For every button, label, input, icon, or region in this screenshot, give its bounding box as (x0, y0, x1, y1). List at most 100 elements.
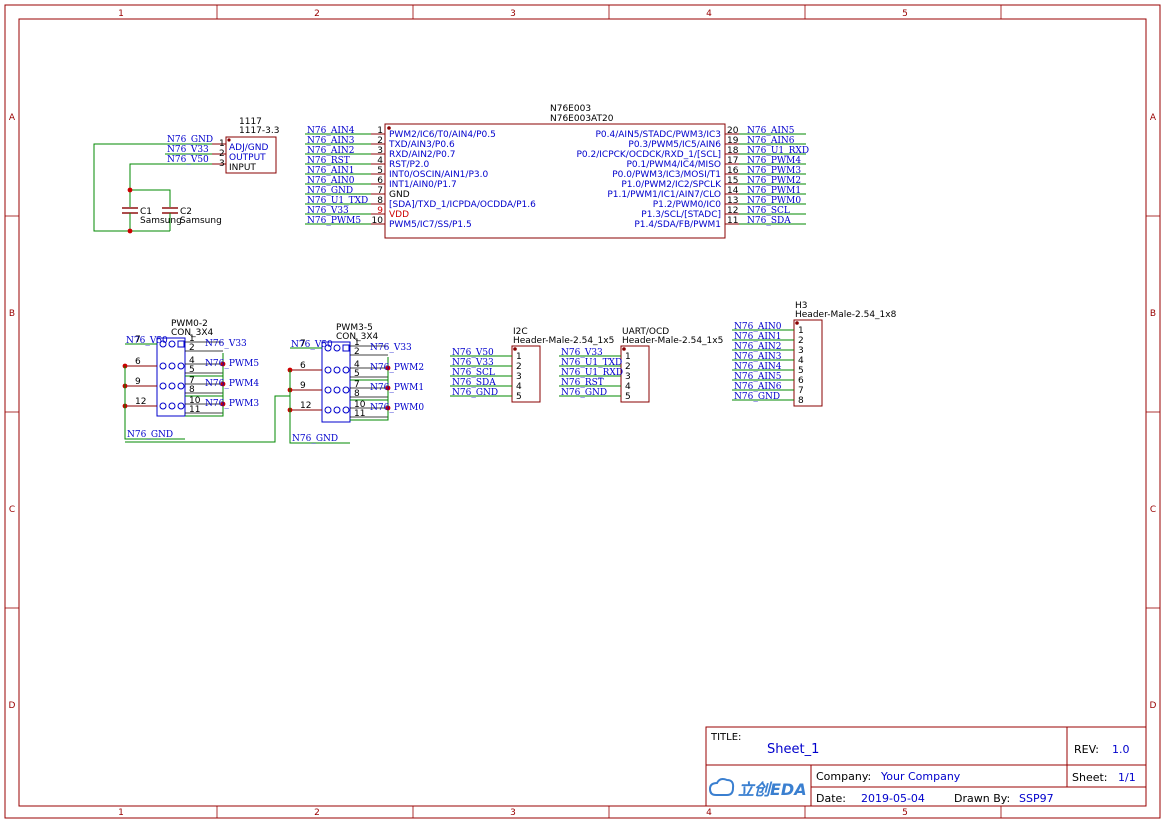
frame-col-1-top: 1 (118, 9, 124, 19)
header-pin-num: 1 (625, 352, 631, 362)
mcu-net-label: N76_PWM0 (747, 196, 801, 206)
header-pin1-marker (622, 347, 626, 351)
mcu-net-label: N76_AIN3 (307, 136, 355, 146)
header-pin-num: 5 (516, 392, 522, 402)
logo-text: 立创EDA (738, 780, 807, 799)
mcu-pin-name: P0.3/PWM5/IC5/AIN6 (628, 140, 721, 150)
header-pin-num: 2 (798, 336, 804, 346)
mcu-pin-name: P1.1/PWM1/IC1/AIN7/CLO (607, 190, 721, 200)
mcu-pin-name: INT1/AIN0/P1.7 (389, 180, 457, 190)
junction (220, 381, 226, 387)
header-body (793, 319, 823, 407)
junction (385, 405, 391, 411)
connector-right-net: N76_PWM4 (205, 379, 259, 389)
header-pin-num: 5 (625, 392, 631, 402)
connector-gnd-wire (289, 370, 350, 444)
header-net-label: N76_V50 (452, 348, 494, 358)
connector-right-wire (350, 397, 389, 421)
reg-pin2-num: 2 (219, 149, 225, 159)
connector-pin-circle (177, 382, 185, 390)
connector-pin-circle (324, 406, 332, 414)
header-pin-num: 7 (798, 386, 804, 396)
mcu-pin-name: P1.4/SDA/FB/PWM1 (634, 220, 721, 230)
header-net-label: N76_AIN2 (734, 342, 781, 352)
c2-value: Samsung (180, 216, 222, 226)
header-net-label: N76_AIN0 (734, 322, 782, 332)
header-pin-num: 6 (798, 376, 804, 386)
connector-gnd-wire (124, 366, 185, 440)
reg-pin1-num: 1 (219, 139, 225, 149)
capacitor-c1[interactable]: C1 Samsung (122, 207, 182, 231)
connector-pin-circle (159, 382, 167, 390)
mcu-net-label: N76_RST (307, 156, 350, 166)
connector-left-pin-num: 6 (135, 357, 141, 367)
connector-pin-circle (168, 340, 176, 348)
connector-body (156, 337, 186, 417)
mcu-ref: N76E003 (550, 104, 591, 114)
frame-col-5-top: 5 (902, 9, 908, 19)
header-pin-num: 3 (516, 372, 522, 382)
frame-row-a-left: A (9, 113, 16, 123)
frame-row-c-right: C (1150, 505, 1156, 515)
capacitor-c2[interactable]: C2 Samsung (162, 207, 222, 231)
rev-value: 1.0 (1112, 743, 1130, 756)
c1-value: Samsung (140, 216, 182, 226)
mcu-net-label: N76_AIN1 (307, 166, 354, 176)
header-pin-num: 4 (516, 382, 522, 392)
header-uart-ocd[interactable]: UART/OCDHeader-Male-2.54_1x51N76_V332N76… (559, 327, 723, 403)
frame-col-4-bottom: 4 (706, 808, 712, 818)
connector-right-net: N76_PWM1 (370, 383, 424, 393)
mcu-net-label: N76_U1_RXD (747, 146, 809, 156)
mcu-pin-num: 8 (377, 196, 383, 206)
mcu-pin-num: 4 (377, 156, 383, 166)
regulator-ref: 1117 (239, 117, 262, 127)
mcu-pin-name: GND (389, 190, 410, 200)
header-net-label: N76_GND (734, 392, 780, 402)
connector-pin-circle (342, 406, 350, 414)
connector-right-pin-num: 10 (189, 396, 201, 406)
c1-ref: C1 (140, 207, 152, 217)
connector-pwm3-5[interactable]: PWM3-5CON_3X4N76_V5076912N76_GND12457810… (287, 323, 425, 444)
header-pin-num: 4 (798, 356, 804, 366)
mcu-net-label: N76_AIN6 (747, 136, 795, 146)
header-i2c[interactable]: I2CHeader-Male-2.54_1x51N76_V502N76_V333… (450, 327, 614, 403)
header-net-label: N76_V33 (452, 358, 494, 368)
mcu-net-label: N76_AIN5 (747, 126, 795, 136)
connector-pin-circle (168, 402, 176, 410)
connector-right-pin-num: 2 (189, 343, 195, 353)
mcu-pin-num: 6 (377, 176, 383, 186)
connector-left-pin-num: 9 (300, 381, 306, 391)
header-h3[interactable]: H3Header-Male-2.54_1x81N76_AIN02N76_AIN1… (732, 301, 897, 407)
mcu-pin-num: 3 (377, 146, 383, 156)
connector-right-net: N76_PWM3 (205, 399, 259, 409)
header-value: Header-Male-2.54_1x8 (795, 310, 897, 320)
title-block (705, 726, 1147, 807)
drawn-by-value: SSP97 (1019, 792, 1054, 805)
header-pin-num: 4 (625, 382, 631, 392)
connector-pwm0-2[interactable]: PWM0-2CON_3X4N76_V5076912N76_GND12457810… (122, 319, 260, 440)
connector-ref: PWM3-5 (336, 323, 373, 333)
regulator-1117[interactable]: 1117 1117-3.3 1 2 3 ADJ/GND OUTPUT INPUT (212, 117, 279, 174)
connector-pin-circle (333, 366, 341, 374)
header-body (620, 345, 650, 403)
connector-pin-circle (159, 362, 167, 370)
connector-right-pin-num: 10 (354, 400, 366, 410)
connector-right-pin-num: 11 (354, 409, 365, 419)
connector-pin-circle (168, 382, 176, 390)
mcu-body (384, 123, 726, 239)
connector-right-net: N76_PWM0 (370, 403, 424, 413)
mcu-pin-name: P1.0/PWM2/IC2/SPCLK (621, 180, 722, 190)
regulator-nets: N76_GND N76_V33 N76_V50 (93, 135, 213, 232)
company-label: Company: (816, 770, 871, 783)
connector-pin-circle (177, 402, 185, 410)
connector-pin-square (177, 340, 185, 348)
mcu-pin-num: 5 (377, 166, 383, 176)
connector-left-pin-num: 9 (135, 377, 141, 387)
connector-right-pin-num: 4 (189, 356, 195, 366)
connector-right-pin-num: 8 (354, 389, 360, 399)
connector-left-pin-num: 12 (300, 401, 311, 411)
frame-col-3-top: 3 (510, 9, 516, 19)
mcu-pin-num: 17 (727, 156, 738, 166)
